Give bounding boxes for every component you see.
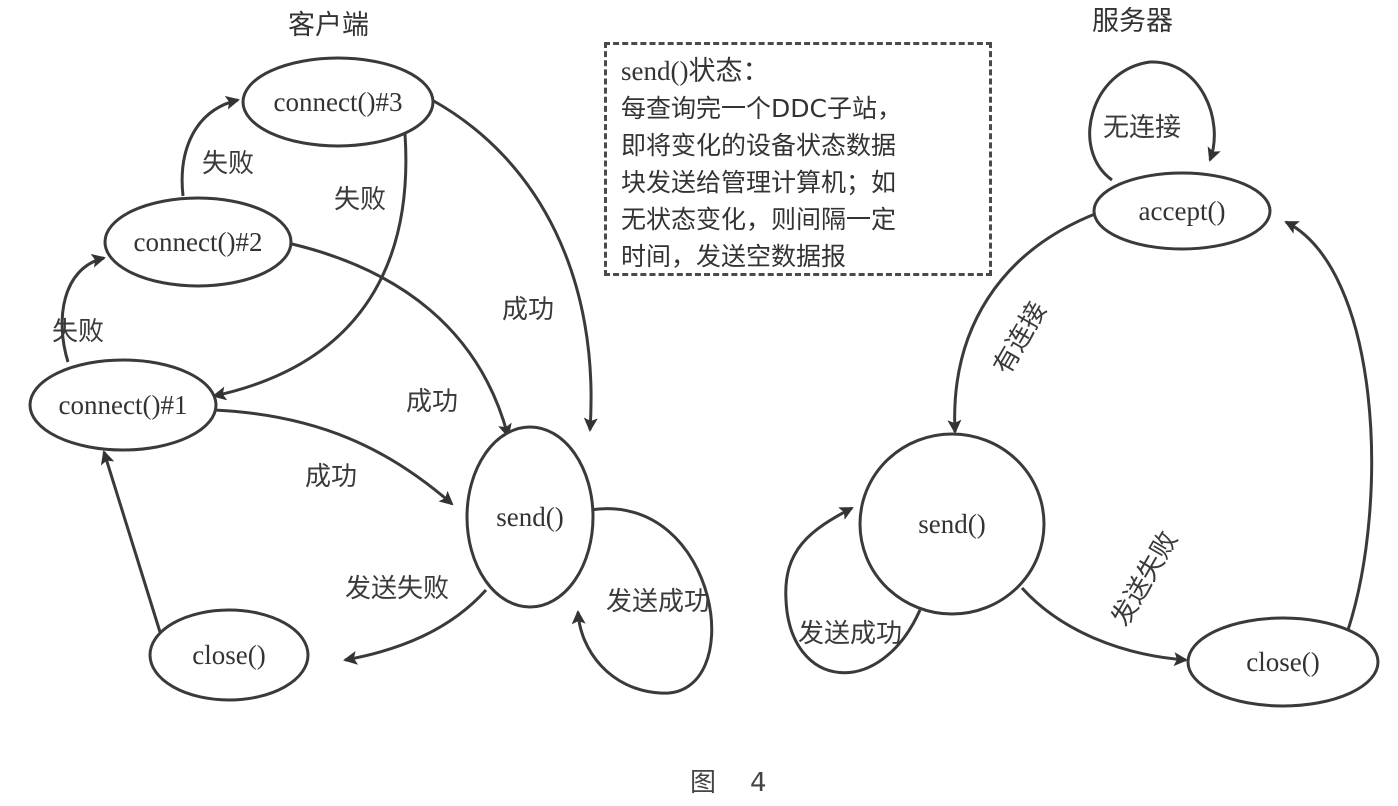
node-client-close: close() (148, 608, 310, 702)
server-title: 服务器 (1092, 6, 1173, 37)
edge-c2-send (291, 242, 512, 438)
node-server-send: send() (858, 432, 1046, 616)
edge-c3-send (431, 98, 598, 432)
label-client-send-close: 发送失败 (345, 574, 449, 604)
node-connect3: connect()#3 (241, 56, 435, 148)
edge-c3-c1 (212, 133, 408, 401)
note-line: 无状态变化，则间隔一定 (621, 205, 897, 234)
edge-c1-c2 (60, 253, 106, 363)
client-title: 客户端 (288, 10, 369, 41)
label-c3-c1: 失败 (334, 185, 386, 215)
node-server-close: close() (1186, 616, 1380, 708)
edge-c2-c3 (180, 95, 240, 197)
label-server-send-close: 发送失败 (1106, 526, 1184, 631)
edge-close-accept (1284, 220, 1374, 631)
label-server-send-loop: 发送成功 (798, 619, 902, 649)
label-c2-send: 成功 (406, 387, 458, 417)
figure-caption: 图4 (690, 768, 801, 798)
edge-c1-send (213, 408, 454, 506)
edge-send-loop (571, 507, 714, 695)
node-accept: accept() (1092, 171, 1272, 251)
label-accept-loop: 无连接 (1103, 113, 1181, 143)
edge-accept-send (947, 210, 1101, 434)
label-accept-send: 有连接 (988, 297, 1053, 380)
send-state-note: send()状态： 每查询完一个DDC子站， 即将变化的设备状态数据 块发送给管… (604, 42, 992, 276)
note-title: send()状态： (621, 56, 770, 86)
node-server-close-label: close() (1246, 647, 1319, 677)
node-connect2-label: connect()#2 (134, 227, 263, 257)
label-c2-c3: 失败 (202, 149, 254, 179)
node-client-close-label: close() (192, 640, 265, 670)
label-c3-send: 成功 (502, 295, 554, 325)
edge-accept-loop (1088, 60, 1221, 182)
label-client-send-loop: 发送成功 (606, 587, 710, 617)
note-line: 时间，发送空数据报 (621, 242, 847, 271)
node-client-send-label: send() (496, 502, 563, 532)
note-line: 即将变化的设备状态数据 (621, 131, 897, 160)
node-connect3-label: connect()#3 (274, 87, 403, 117)
node-accept-label: accept() (1139, 196, 1226, 226)
note-line: 块发送给管理计算机；如 (621, 168, 897, 197)
note-line: 每查询完一个DDC子站， (621, 94, 902, 123)
label-c1-c2: 失败 (52, 317, 104, 347)
node-connect1-label: connect()#1 (59, 390, 188, 420)
node-connect2: connect()#2 (103, 196, 293, 288)
edge-close-c1 (100, 450, 162, 633)
node-server-send-label: send() (918, 509, 985, 539)
node-connect1: connect()#1 (28, 358, 218, 452)
edge-send-close (343, 588, 488, 665)
edge-server-send-close (1020, 586, 1188, 667)
label-c1-send: 成功 (305, 462, 357, 492)
edge-server-send-loop (784, 506, 922, 675)
node-client-send: send() (465, 425, 595, 609)
